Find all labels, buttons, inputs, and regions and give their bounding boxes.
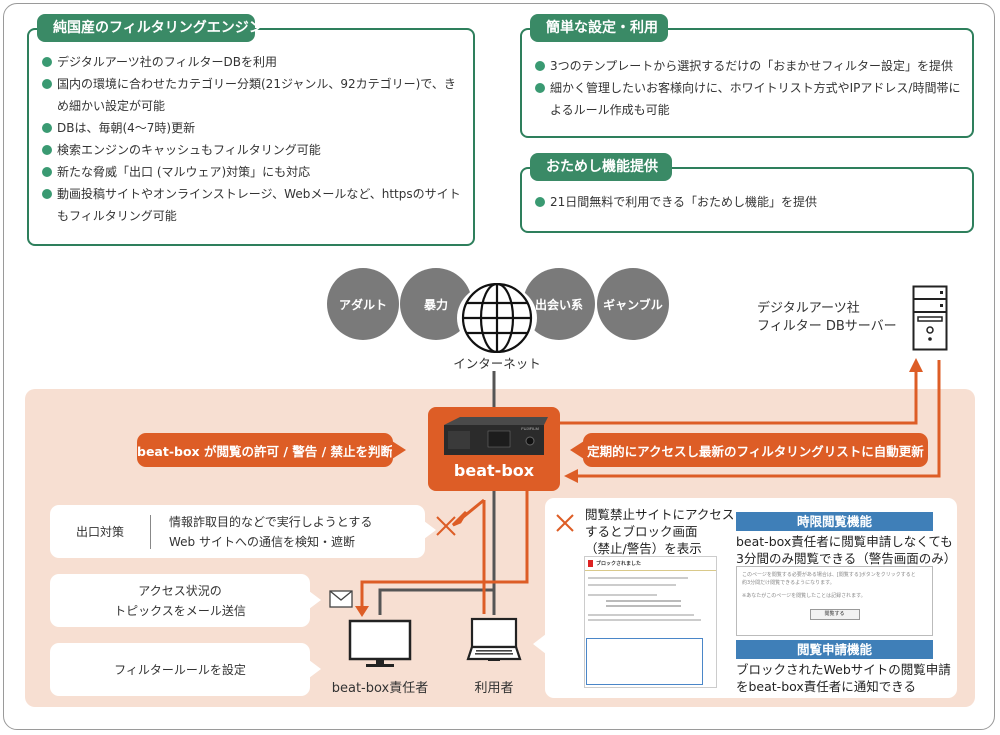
- timed-desc-line: beat-box責任者に閲覧申請しなくても: [736, 534, 953, 549]
- feature-item: 動画投稿サイトやオンラインストレージ、Webメールなど、httpsのサイトもフィ…: [42, 183, 467, 227]
- feature-item: 国内の環境に合わせたカテゴリー分類(21ジャンル、92カテゴリー)で、きめ細かい…: [42, 73, 467, 117]
- category-adult: アダルト: [327, 268, 399, 340]
- db-server-label-line: デジタルアーツ社: [757, 301, 860, 316]
- block-x-icon: [556, 514, 574, 532]
- block-screen-thumbnail: ブロックされました: [584, 556, 717, 688]
- brand-label: FUJIFILM: [521, 426, 539, 431]
- screen-line: ※あなたがこのページを閲覧したことは記録されます。: [742, 593, 866, 599]
- divider: [150, 514, 151, 549]
- db-server-label: デジタルアーツ社 フィルター DBサーバー: [757, 300, 897, 336]
- user-label: 利用者: [474, 681, 514, 696]
- feature-list-easy: 3つのテンプレートから選択するだけの「おまかせフィルター設定」を提供 細かく管理…: [535, 55, 965, 121]
- globe-icon: [457, 283, 537, 353]
- feature-item: DBは、毎朝(4〜7時)更新: [42, 117, 467, 139]
- thumbnail-text-line: [588, 614, 695, 616]
- laptop-icon: [466, 617, 522, 661]
- exit-description: 情報詐取目的などで実行しようとする Web サイトへの通信を検知・遮断: [169, 512, 372, 552]
- category-violence: 暴力: [400, 268, 472, 340]
- thumbnail-text-line: [588, 619, 701, 621]
- request-desc-line: ブロックされたWebサイトの閲覧申請: [736, 662, 951, 677]
- feature-title-engine: 純国産のフィルタリングエンジン: [37, 14, 263, 42]
- feature-item: 新たな脅威「出口 (マルウェア)対策」にも対応: [42, 161, 467, 183]
- feature-list-trial: 21日間無料で利用できる「おためし機能」を提供: [535, 191, 965, 213]
- request-desc-line: をbeat-box責任者に通知できる: [736, 679, 917, 694]
- block-desc-line: （禁止/警告）を表示: [585, 541, 702, 556]
- timed-viewing-description: beat-box責任者に閲覧申請しなくても 3分間のみ閲覧できる（警告画面のみ）: [736, 533, 956, 567]
- view-request-head: 閲覧申請機能: [736, 640, 933, 659]
- timed-desc-line: 3分間のみ閲覧できる（警告画面のみ）: [736, 551, 957, 566]
- view-button[interactable]: 閲覧する: [809, 609, 860, 620]
- thumbnail-header: ブロックされました: [585, 557, 716, 571]
- feature-item: 21日間無料で利用できる「おためし機能」を提供: [535, 191, 965, 213]
- internet-label: インターネット: [453, 356, 541, 371]
- exit-desc-line: 情報詐取目的などで実行しようとする: [169, 514, 373, 529]
- update-callout-pointer: [570, 441, 584, 459]
- mail-line: アクセス状況の: [138, 583, 222, 598]
- update-callout: 定期的にアクセスし最新のフィルタリングリストに自動更新: [583, 433, 928, 467]
- mail-callout: アクセス状況の トピックスをメール送信: [50, 574, 310, 627]
- judge-callout: beat-box が閲覧の許可 / 警告 / 禁止を判断: [137, 433, 393, 467]
- thumbnail-text-line: [606, 600, 681, 602]
- block-desc-line: 閲覧禁止サイトにアクセス: [585, 507, 735, 522]
- mail-callout-pointer: [309, 591, 321, 609]
- category-gambling: ギャンブル: [597, 268, 669, 340]
- thumbnail-text-line: [606, 605, 681, 607]
- exit-callout-pointer: [424, 521, 436, 539]
- timed-viewing-screen: このページを閲覧する必要がある場合は、[閲覧する]ボタンをクリックすると 約3分…: [736, 566, 933, 636]
- block-panel-pointer: [533, 634, 546, 654]
- monitor-icon: [348, 619, 412, 667]
- judge-callout-pointer: [392, 441, 406, 459]
- screen-line: このページを閲覧する必要がある場合は、[閲覧する]ボタンをクリックすると: [742, 572, 916, 578]
- block-desc-line: するとブロック画面: [585, 524, 698, 539]
- feature-box-easy: [520, 28, 974, 138]
- block-description: 閲覧禁止サイトにアクセス するとブロック画面 （禁止/警告）を表示: [585, 506, 734, 557]
- feature-item: 3つのテンプレートから選択するだけの「おまかせフィルター設定」を提供: [535, 55, 965, 77]
- thumbnail-text-line: [588, 594, 657, 596]
- feature-title-trial: おためし機能提供: [530, 153, 672, 181]
- thumbnail-text-line: [588, 584, 676, 586]
- mail-icon: [329, 590, 353, 608]
- db-server-label-line: フィルター DBサーバー: [757, 319, 897, 334]
- feature-list-engine: デジタルアーツ社のフィルターDBを利用 国内の環境に合わせたカテゴリー分類(21…: [42, 51, 467, 227]
- mail-line: トピックスをメール送信: [114, 603, 246, 618]
- alert-icon: [588, 560, 593, 567]
- feature-item: 細かく管理したいお客様向けに、ホワイトリスト方式やIPアドレス/時間帯によるルー…: [535, 77, 965, 121]
- feature-item: デジタルアーツ社のフィルターDBを利用: [42, 51, 467, 73]
- appliance-icon: FUJIFILM: [444, 417, 548, 455]
- thumbnail-text-line: [588, 577, 688, 579]
- thumbnail-body: [585, 571, 716, 627]
- server-icon: [912, 285, 948, 351]
- exit-countermeasure-callout: 出口対策 情報詐取目的などで実行しようとする Web サイトへの通信を検知・遮断: [50, 505, 425, 558]
- feature-item: 検索エンジンのキャッシュもフィルタリング可能: [42, 139, 467, 161]
- view-request-description: ブロックされたWebサイトの閲覧申請 をbeat-box責任者に通知できる: [736, 661, 951, 695]
- timed-viewing-head: 時限閲覧機能: [736, 512, 933, 531]
- feature-title-easy: 簡単な設定・利用: [530, 14, 668, 42]
- beatbox-device: FUJIFILM beat-box: [428, 407, 560, 491]
- admin-label: beat-box責任者: [331, 681, 429, 696]
- rule-callout: フィルタールールを設定: [50, 643, 310, 696]
- exit-title: 出口対策: [75, 524, 124, 539]
- category-dating: 出会い系: [523, 268, 595, 340]
- beatbox-label: beat-box: [453, 461, 535, 480]
- rule-callout-pointer: [309, 660, 321, 678]
- page-frame: [3, 3, 995, 730]
- screen-line: 約3分間だけ閲覧できるようになります。: [742, 580, 835, 586]
- exit-desc-line: Web サイトへの通信を検知・遮断: [169, 534, 355, 549]
- request-form-thumbnail: [586, 638, 703, 685]
- thumbnail-title: ブロックされました: [596, 561, 642, 567]
